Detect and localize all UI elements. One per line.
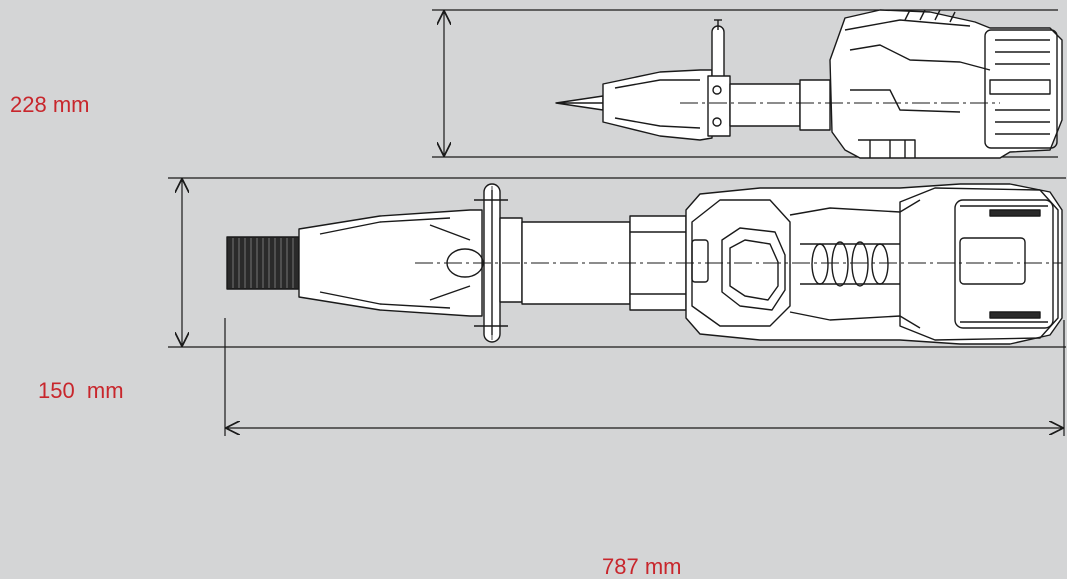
length-dimension-label: 787 mm [602,554,682,579]
tool-side-view-icon [555,9,1063,159]
tool-top-view-icon [226,183,1063,345]
length-dimension-line [224,318,1065,436]
width-dimension-label: 150 mm [38,378,124,403]
height-dimension-label: 228 mm [10,92,90,117]
width-dimension-line [168,177,1066,348]
